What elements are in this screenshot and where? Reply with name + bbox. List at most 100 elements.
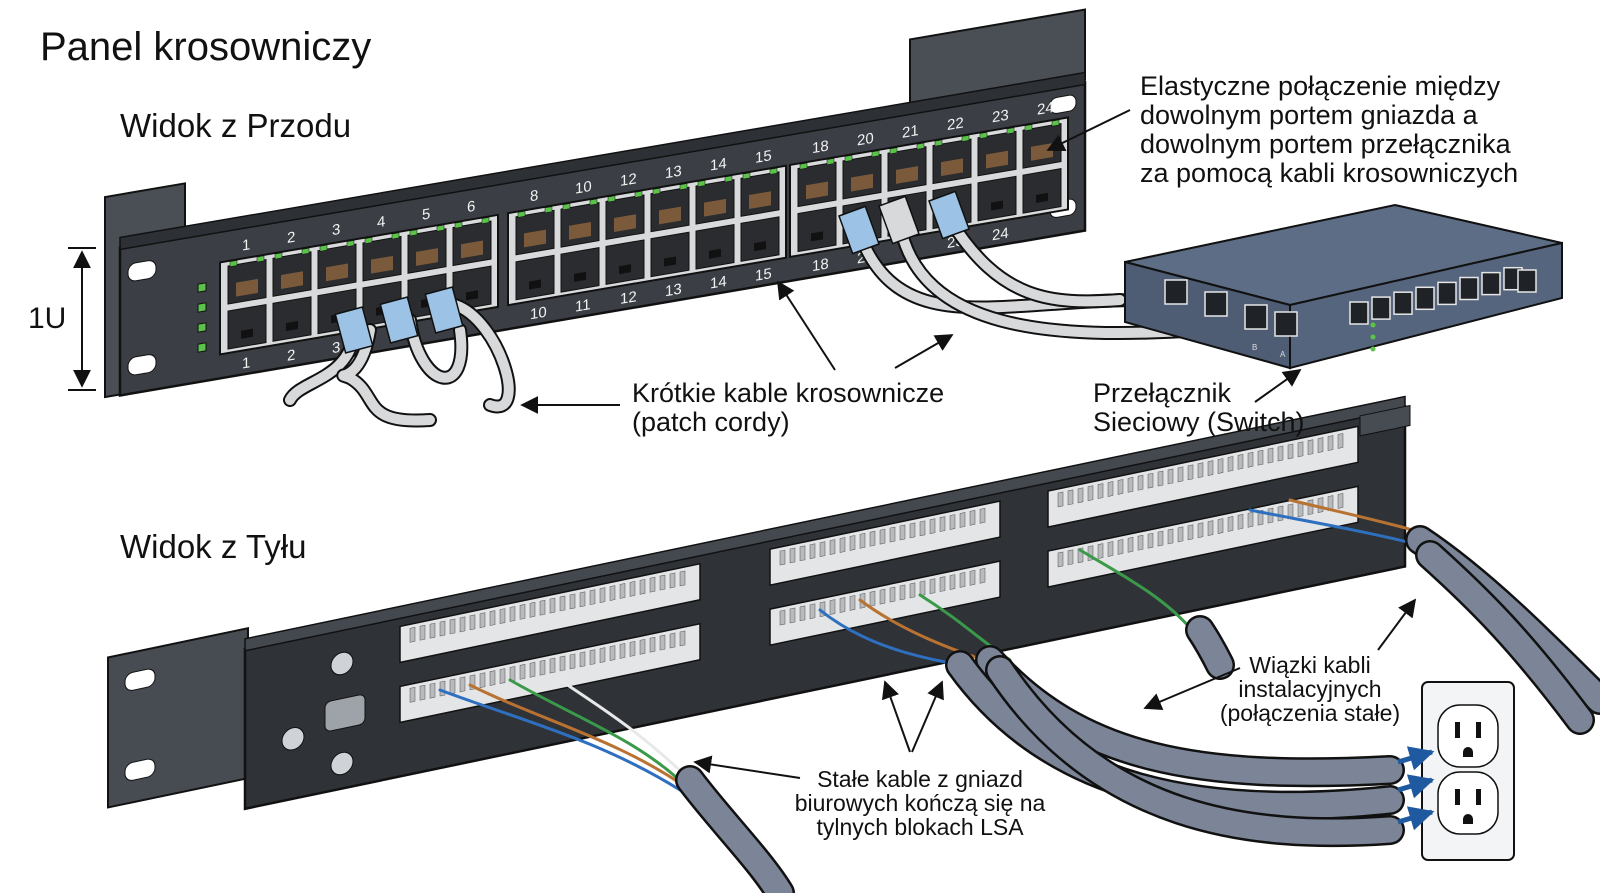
switch-port[interactable] <box>1164 279 1188 305</box>
status-led <box>197 282 207 293</box>
port-number-top: 13 <box>665 163 682 183</box>
rj45-port[interactable] <box>977 175 1017 222</box>
port-number-top: 4 <box>377 213 385 231</box>
rj45-port[interactable] <box>515 206 555 256</box>
annotation-flexible: za pomocą kabli krosowniczych <box>1140 158 1518 188</box>
switch-port[interactable] <box>1437 281 1457 306</box>
rj45-port[interactable] <box>1022 168 1062 214</box>
rj45-port[interactable] <box>695 223 735 270</box>
switch-port[interactable] <box>1274 311 1298 337</box>
switch-uplink-port[interactable] <box>1517 269 1537 293</box>
status-led <box>197 342 207 353</box>
rj45-port[interactable] <box>452 217 492 267</box>
port-number-bottom: 13 <box>665 281 682 301</box>
rj45-port[interactable] <box>317 240 357 290</box>
port-number-bottom: 2 <box>287 347 295 365</box>
port-led <box>562 203 571 211</box>
rj45-port[interactable] <box>650 183 690 233</box>
lsa-block <box>769 500 1001 647</box>
rj45-port[interactable] <box>842 150 882 200</box>
port-led <box>256 255 265 263</box>
patch-cords-to-switch <box>838 190 1207 340</box>
screw-icon <box>330 651 354 676</box>
mounting-hole <box>127 354 157 376</box>
port-led <box>679 183 688 191</box>
port-led <box>1024 124 1033 132</box>
port-number-top: 24 <box>1037 99 1054 119</box>
rj45-port[interactable] <box>887 142 927 192</box>
rj45-port[interactable] <box>605 239 645 285</box>
annotation-bundles: (połączenia stałe) <box>1220 700 1400 726</box>
switch-port-label-a: A <box>1280 350 1286 359</box>
switch-port[interactable] <box>1204 291 1228 317</box>
rj45-port[interactable] <box>650 231 690 278</box>
port-led <box>346 240 355 247</box>
rj45-port[interactable] <box>1022 119 1062 169</box>
port-led <box>1051 119 1060 127</box>
switch-led <box>1370 334 1376 340</box>
network-switch: B A <box>1124 203 1563 370</box>
rj45-port[interactable] <box>797 158 837 208</box>
rj45-port[interactable] <box>272 296 312 342</box>
port-led <box>916 142 925 150</box>
port-led <box>961 135 970 142</box>
rj45-port[interactable] <box>932 135 972 185</box>
switch-port[interactable] <box>1349 301 1369 325</box>
port-number-top: 2 <box>287 229 295 247</box>
port-led <box>229 260 238 267</box>
switch-port[interactable] <box>1393 291 1413 315</box>
switch-port[interactable] <box>1481 271 1501 296</box>
port-number-top: 1 <box>242 236 250 254</box>
cable-bundle <box>1187 617 1233 678</box>
port-led <box>844 155 853 162</box>
port-led <box>364 237 373 244</box>
patch-plugs-left <box>334 286 464 354</box>
port-led <box>697 180 706 187</box>
rj45-port[interactable] <box>740 167 780 217</box>
switch-port[interactable] <box>1415 286 1435 311</box>
switch-port[interactable] <box>1459 276 1479 301</box>
port-number-bottom: 1 <box>242 354 250 372</box>
annotation-switch: Przełącznik <box>1093 378 1232 408</box>
wire <box>438 688 682 792</box>
switch-port-label-b: B <box>1252 343 1257 352</box>
port-number-bottom: 3 <box>332 339 340 357</box>
switch-led <box>1370 346 1376 352</box>
rj45-port[interactable] <box>407 224 447 274</box>
rj45-port[interactable] <box>797 206 837 253</box>
status-led <box>197 302 207 313</box>
port-led <box>409 229 418 237</box>
rj45-port[interactable] <box>227 255 267 305</box>
annotation-flexible: dowolnym portem gniazda a <box>1140 100 1479 130</box>
port-led <box>454 221 463 229</box>
rj45-port[interactable] <box>362 232 402 282</box>
port-led <box>544 206 553 214</box>
port-led <box>724 175 733 183</box>
rear-view-heading: Widok z Tyłu <box>120 528 306 565</box>
rj45-port[interactable] <box>977 127 1017 177</box>
port-number-top: 14 <box>710 155 727 175</box>
rj45-port[interactable] <box>272 247 312 297</box>
switch-port[interactable] <box>1244 304 1268 330</box>
rj45-port[interactable] <box>740 216 780 262</box>
rj45-port[interactable] <box>515 254 555 301</box>
switch-port[interactable] <box>1371 296 1391 320</box>
rj45-port[interactable] <box>227 303 267 350</box>
port-number-top: 8 <box>530 187 538 205</box>
lsa-block <box>1047 425 1359 588</box>
rj45-port[interactable] <box>560 247 600 293</box>
rj45-port[interactable] <box>695 175 735 225</box>
rj45-port[interactable] <box>605 190 645 240</box>
cable-bundle <box>1417 542 1593 733</box>
height-marker: 1U <box>28 247 96 391</box>
port-number-bottom: 24 <box>992 225 1009 245</box>
port-led <box>607 195 616 203</box>
port-led <box>769 167 778 175</box>
rj45-port[interactable] <box>560 198 600 248</box>
cable-bundle <box>677 767 793 893</box>
mounting-hole <box>127 260 157 282</box>
